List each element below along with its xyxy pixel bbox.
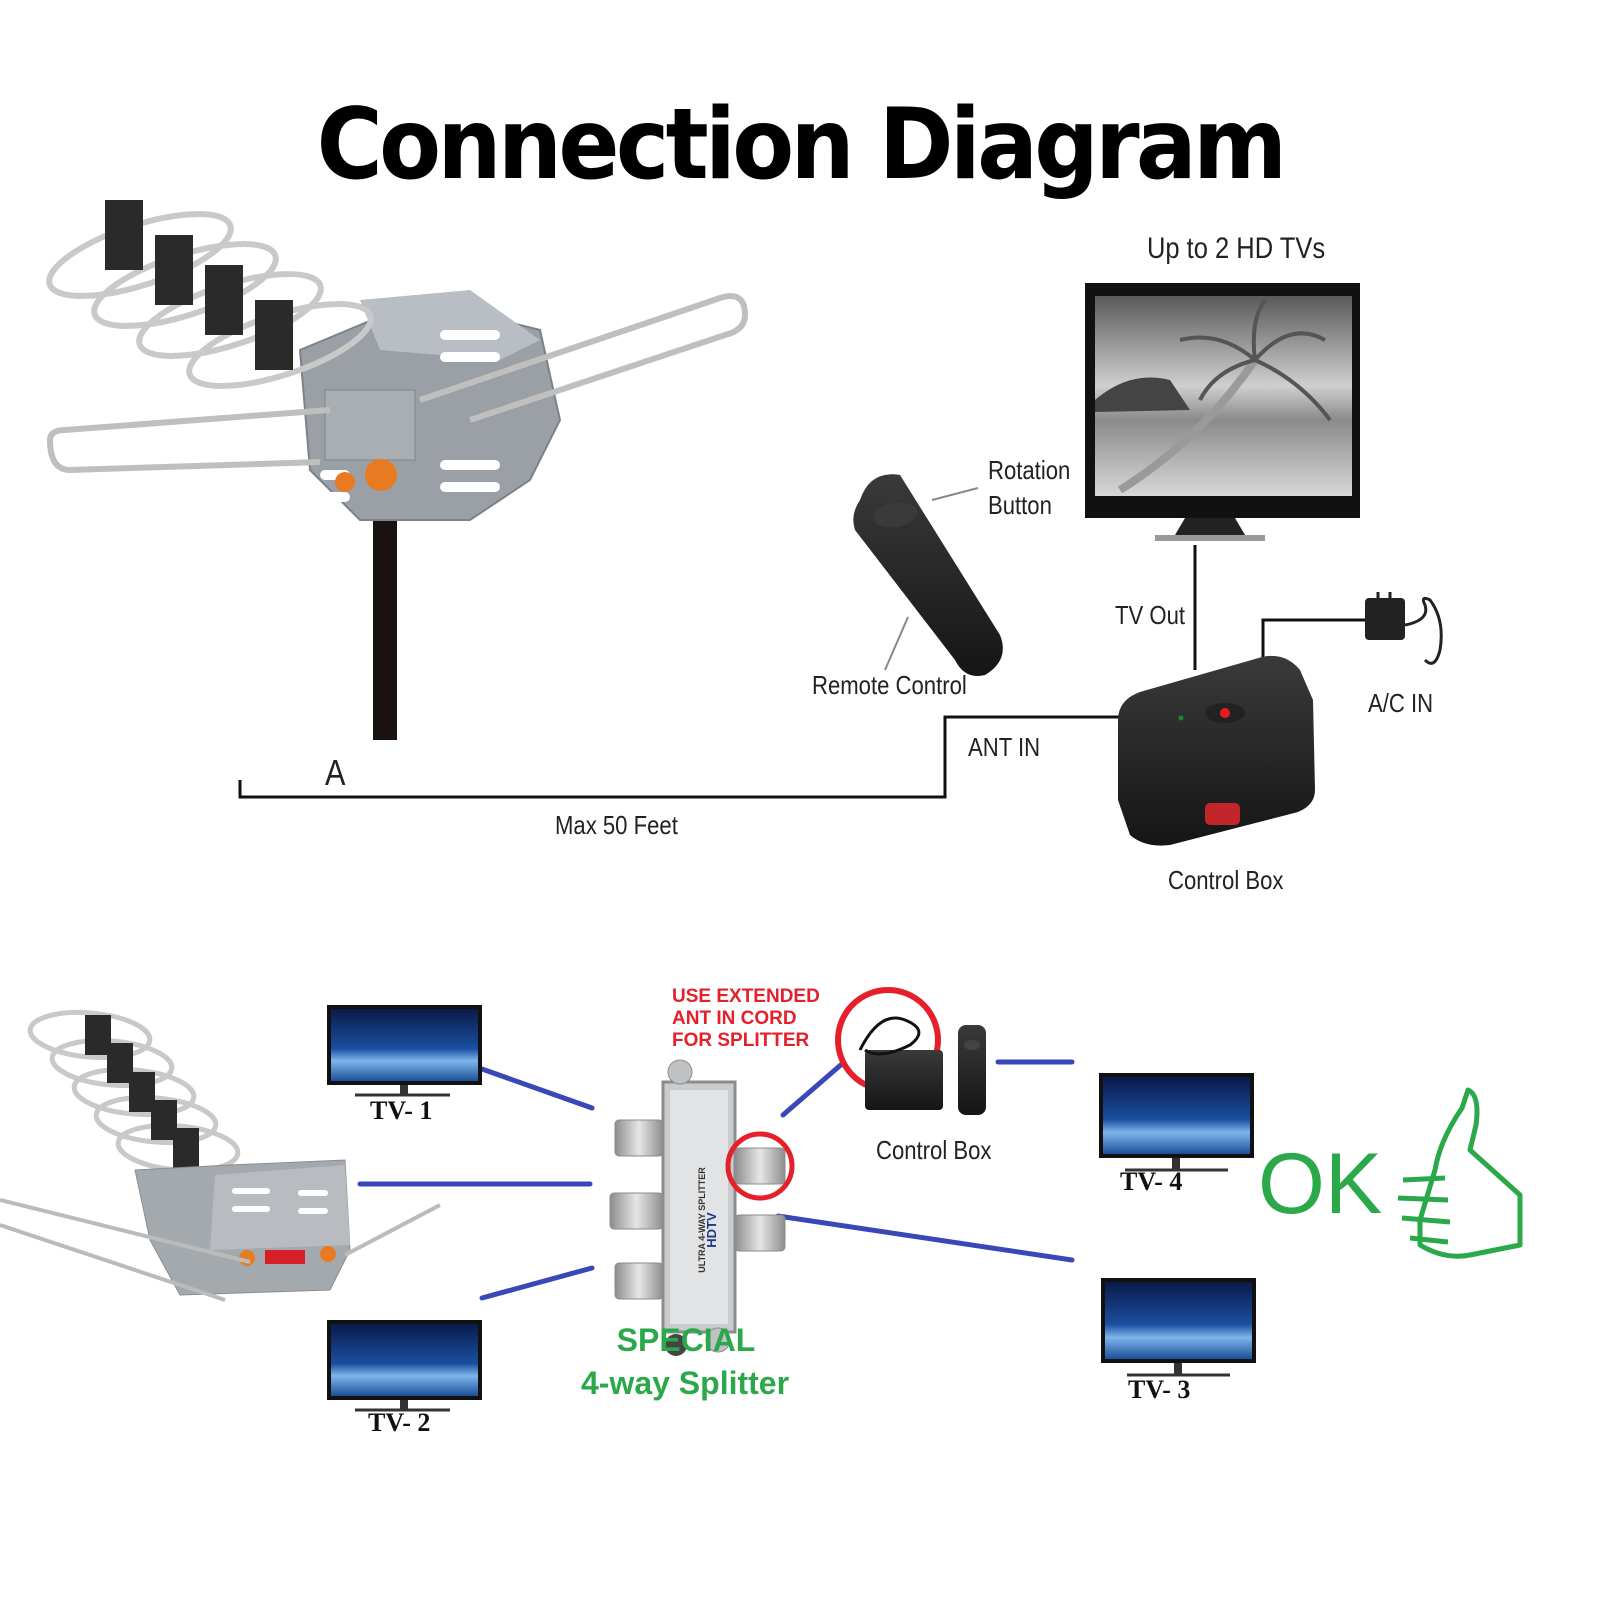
coax-cable-line (238, 545, 1365, 799)
remote-control-icon (853, 474, 1003, 676)
thumbs-up-icon (1397, 1087, 1523, 1259)
ok-text: OK (1258, 1136, 1383, 1232)
splitter-title-line1: SPECIAL (616, 1322, 756, 1358)
out1-highlight-circle (725, 1131, 795, 1201)
note-line-2: ANT IN CORD (672, 1008, 797, 1029)
control-box-label: Control Box (1168, 865, 1284, 895)
splitter-title-line2: 4-way Splitter (580, 1365, 790, 1401)
hd-tv-large-icon (1085, 283, 1360, 541)
antenna-large-icon (46, 200, 749, 740)
tv-out-label: TV Out (1115, 600, 1186, 630)
ac-in-label: A/C IN (1368, 688, 1434, 718)
max-length-label: Max 50 Feet (555, 810, 678, 840)
ant-in-label: ANT IN (968, 732, 1041, 762)
tv-1-icon (327, 1005, 482, 1097)
rotation-button-label-line1: Rotation (988, 455, 1071, 485)
point-a-label: A (325, 752, 346, 793)
tv-2-label: TV- 2 (368, 1408, 431, 1437)
splitter-cord-note: USE EXTENDED ANT IN CORD FOR SPLITTER (672, 986, 820, 1052)
page-title: Connection Diagram (316, 88, 1287, 202)
control-box-small-label: Control Box (876, 1135, 992, 1165)
control-box-icon (1118, 655, 1315, 846)
rotation-button-label-line2: Button (988, 490, 1052, 520)
remote-control-label: Remote Control (812, 670, 967, 700)
antenna-small-icon (0, 1009, 441, 1302)
tv-1-label: TV- 1 (370, 1096, 433, 1125)
control-box-small-icon (858, 1016, 986, 1115)
ac-adapter-icon (1365, 592, 1443, 665)
tv-4-icon (1099, 1073, 1254, 1172)
note-line-3: FOR SPLITTER (672, 1030, 810, 1051)
tv-3-label: TV- 3 (1128, 1375, 1191, 1404)
tv-4-label: TV- 4 (1120, 1167, 1183, 1196)
blue-connector-lines (357, 1059, 1075, 1301)
tv-heading: Up to 2 HD TVs (1147, 232, 1326, 265)
tv-3-icon (1101, 1278, 1256, 1377)
tv-2-icon (327, 1320, 482, 1412)
note-line-1: USE EXTENDED (672, 986, 820, 1007)
leader-lines (884, 487, 979, 671)
four-way-splitter-icon: ULTRA 4-WAY SPLITTER HDTV (609, 1059, 786, 1356)
splitter-logo-text: HDTV (704, 1212, 719, 1248)
splitter-brand-text: ULTRA 4-WAY SPLITTER (697, 1167, 707, 1273)
